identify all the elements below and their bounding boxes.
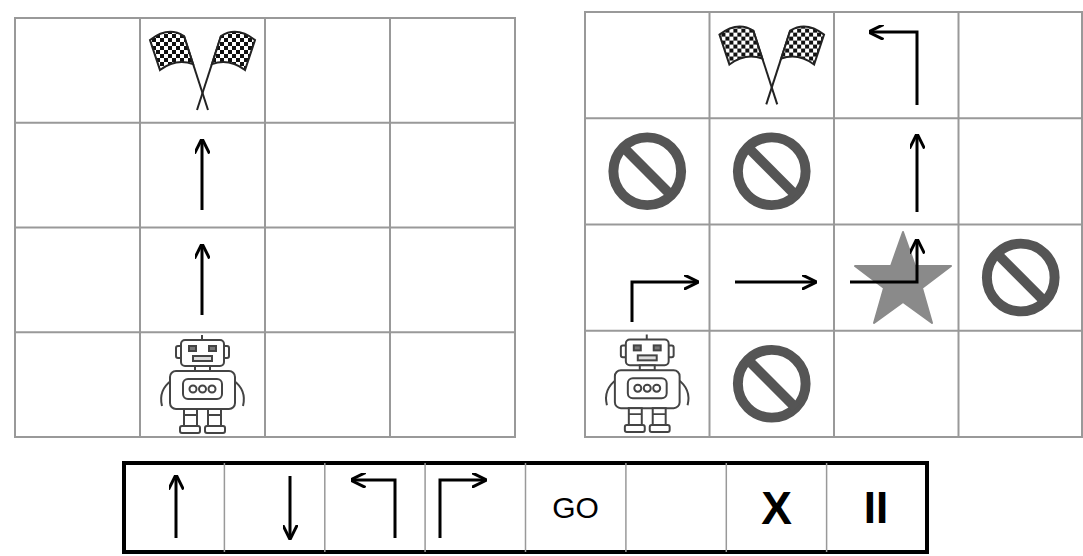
button-label: II (864, 483, 888, 533)
button-label: X (761, 481, 792, 535)
pause-button: II (827, 465, 925, 550)
stop-button: X (727, 465, 826, 550)
go-button: GO (526, 465, 625, 550)
button-label: GO (552, 491, 599, 525)
